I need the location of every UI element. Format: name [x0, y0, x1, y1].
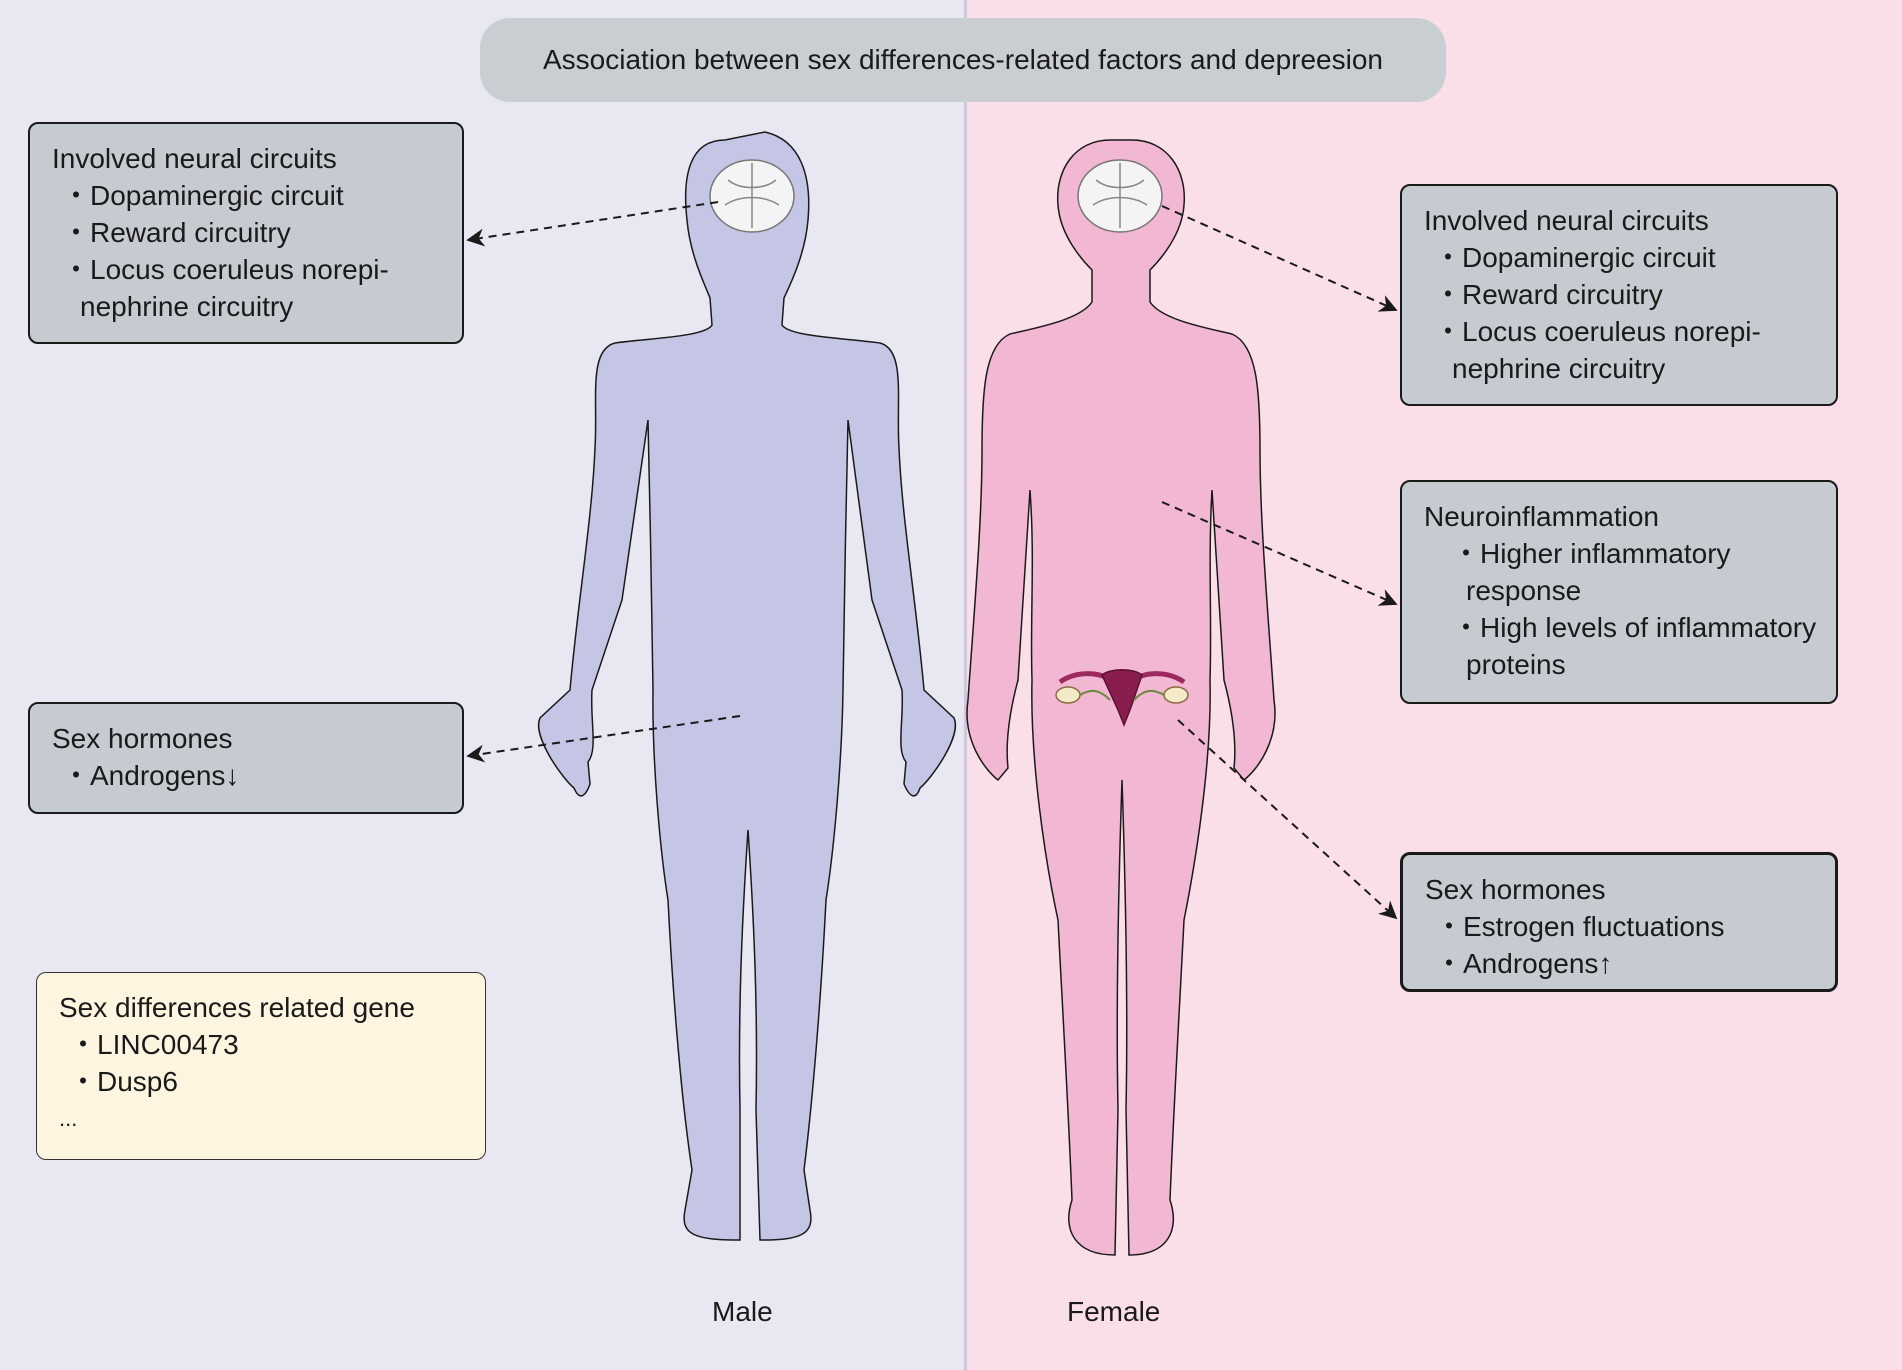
- box-item: ・Estrogen fluctuations: [1435, 911, 1725, 942]
- box-item: ・Dusp6: [69, 1066, 178, 1097]
- box-item: ・Androgens↓: [62, 760, 240, 791]
- box-item: ・Reward circuitry: [62, 217, 291, 248]
- box-item: ・Androgens↑: [1435, 948, 1613, 979]
- male-neural-circuits-box: Involved neural circuits ・Dopaminergic c…: [28, 122, 464, 344]
- male-sex-hormones-box: Sex hormones ・Androgens↓: [28, 702, 464, 814]
- diagram-title-text: Association between sex differences-rela…: [543, 44, 1383, 75]
- sex-differences-gene-box: Sex differences related gene ・LINC00473 …: [36, 972, 486, 1160]
- box-heading: Sex hormones: [52, 723, 233, 754]
- box-heading: Involved neural circuits: [52, 143, 337, 174]
- uterus-icon: [1055, 669, 1189, 728]
- box-item: ・Reward circuitry: [1434, 279, 1663, 310]
- diagram-title: Association between sex differences-rela…: [480, 18, 1446, 102]
- arrow-female-uterus-to-hormone-box: [1177, 719, 1398, 920]
- box-heading: Neuroinflammation: [1424, 501, 1659, 532]
- female-label: Female: [1067, 1296, 1161, 1327]
- arrow-female-body-to-inflammation-box: [1161, 501, 1398, 606]
- male-brain-icon: [709, 159, 795, 233]
- box-item: ・Dopaminergic circuit: [1434, 242, 1716, 273]
- connector-arrows: [466, 201, 1398, 920]
- arrow-male-brain-to-neural-box: [466, 201, 719, 247]
- box-heading: Involved neural circuits: [1424, 205, 1709, 236]
- box-item: ・High levels of inflammatory: [1452, 612, 1817, 643]
- box-item: response: [1466, 575, 1582, 606]
- arrow-male-body-to-hormone-box: [466, 715, 741, 763]
- female-neural-circuits-box: Involved neural circuits ・Dopaminergic c…: [1400, 184, 1838, 406]
- box-item: ・Locus coeruleus norepi-: [62, 254, 389, 285]
- box-heading: Sex differences related gene: [59, 992, 415, 1023]
- box-item: proteins: [1466, 649, 1566, 680]
- panel-divider: [964, 0, 967, 1370]
- box-item: ・Locus coeruleus norepi-: [1434, 316, 1761, 347]
- box-item: nephrine circuitry: [1452, 353, 1666, 384]
- box-item: ...: [59, 1106, 78, 1131]
- female-sex-hormones-box: Sex hormones ・Estrogen fluctuations ・And…: [1400, 852, 1838, 992]
- box-item: nephrine circuitry: [80, 291, 294, 322]
- arrow-female-brain-to-neural-box: [1161, 205, 1398, 312]
- box-item: ・LINC00473: [69, 1029, 239, 1060]
- male-label: Male: [712, 1296, 773, 1327]
- female-brain-icon: [1077, 159, 1163, 233]
- male-body-silhouette: [537, 131, 957, 1241]
- box-item: ・Dopaminergic circuit: [62, 180, 344, 211]
- female-neuroinflammation-box: Neuroinflammation ・Higher inflammatory r…: [1400, 480, 1838, 704]
- box-heading: Sex hormones: [1425, 874, 1606, 905]
- box-item: ・Higher inflammatory: [1452, 538, 1731, 569]
